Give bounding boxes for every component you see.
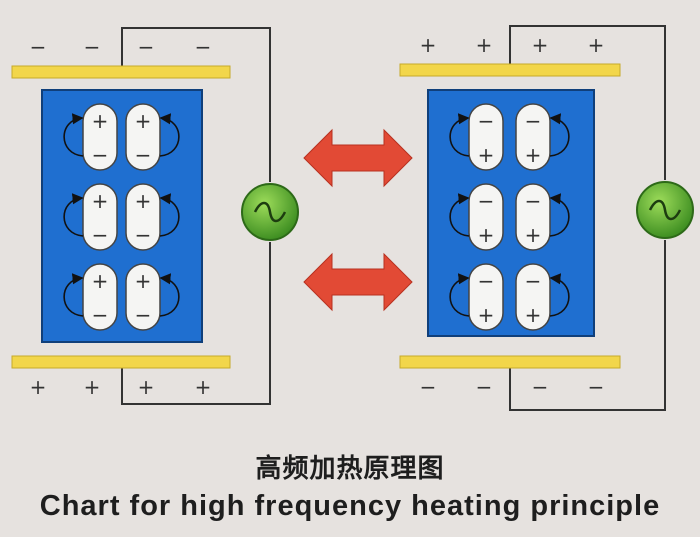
dielectric-material <box>427 89 595 337</box>
molecule-capsule <box>125 103 161 171</box>
molecule-top-sign: + <box>135 269 152 293</box>
wire-top <box>509 25 666 180</box>
polar-molecule: −+ <box>449 183 504 251</box>
molecule-capsule <box>82 103 118 171</box>
top-plate <box>399 63 621 77</box>
molecule-bottom-sign: + <box>525 223 542 247</box>
polarity-exchange-arrows <box>303 128 413 312</box>
top-plate-sign: + <box>420 33 437 57</box>
molecule-capsule <box>125 263 161 331</box>
molecule-bottom-sign: − <box>135 303 152 327</box>
molecule-top-sign: − <box>478 189 495 213</box>
molecule-bottom-sign: + <box>478 303 495 327</box>
rotation-arrow <box>549 113 570 157</box>
double-arrow-icon <box>303 252 413 312</box>
molecule-bottom-sign: + <box>525 303 542 327</box>
molecule-bottom-sign: − <box>92 143 109 167</box>
wire-bottom <box>509 240 666 411</box>
molecule-top-sign: + <box>92 189 109 213</box>
bottom-plate-sign: − <box>532 375 549 399</box>
ac-sine-icon <box>648 199 682 221</box>
caption-chinese: 高频加热原理图 <box>255 454 445 484</box>
top-plate-sign: − <box>138 35 155 59</box>
polar-molecule: +− <box>63 263 118 331</box>
left-capacitor-assembly: −−−−+++++−+−+−+−+−+− <box>11 27 299 405</box>
molecule-bottom-sign: − <box>92 223 109 247</box>
molecule-bottom-sign: − <box>92 303 109 327</box>
polar-molecule: −+ <box>449 263 504 331</box>
caption-english: Chart for high frequency heating princip… <box>39 490 661 522</box>
polar-molecule: −+ <box>515 183 570 251</box>
molecule-capsule <box>82 183 118 251</box>
molecule-bottom-sign: − <box>135 143 152 167</box>
polar-molecule: +− <box>63 183 118 251</box>
molecule-capsule <box>82 263 118 331</box>
top-plate <box>11 65 231 79</box>
wire-bottom <box>121 242 271 405</box>
polar-molecule: −+ <box>449 103 504 171</box>
rotation-arrow <box>159 113 180 157</box>
molecule-top-sign: − <box>478 269 495 293</box>
polar-molecule: −+ <box>515 263 570 331</box>
top-plate-sign: − <box>84 35 101 59</box>
double-arrow-icon <box>303 128 413 188</box>
bottom-plate-sign: − <box>476 375 493 399</box>
molecule-top-sign: + <box>135 109 152 133</box>
ac-source <box>241 183 299 241</box>
rotation-arrow <box>63 273 84 317</box>
rotation-arrow <box>159 193 180 237</box>
wire-top <box>121 27 271 182</box>
bottom-plate <box>11 355 231 369</box>
molecule-capsule <box>468 183 504 251</box>
rotation-arrow <box>449 193 470 237</box>
top-plate-sign: + <box>532 33 549 57</box>
bottom-plate-sign: + <box>84 375 101 399</box>
top-plate-sign: − <box>30 35 47 59</box>
molecule-top-sign: − <box>478 109 495 133</box>
rotation-arrow <box>449 273 470 317</box>
ac-source <box>636 181 694 239</box>
right-capacitor-assembly: ++++−−−−−+−+−+−+−+−+ <box>399 25 694 411</box>
bottom-plate-sign: + <box>195 375 212 399</box>
molecule-capsule <box>468 263 504 331</box>
molecule-top-sign: + <box>92 269 109 293</box>
top-plate-sign: − <box>195 35 212 59</box>
molecule-top-sign: − <box>525 269 542 293</box>
rotation-arrow <box>449 113 470 157</box>
molecule-top-sign: + <box>135 189 152 213</box>
rotation-arrow <box>549 273 570 317</box>
bottom-plate-sign: + <box>138 375 155 399</box>
bottom-plate <box>399 355 621 369</box>
top-plate-sign: + <box>588 33 605 57</box>
molecule-capsule <box>515 183 551 251</box>
bottom-plate-sign: + <box>30 375 47 399</box>
molecule-capsule <box>515 103 551 171</box>
rotation-arrow <box>549 193 570 237</box>
polar-molecule: +− <box>125 103 180 171</box>
molecule-capsule <box>468 103 504 171</box>
polar-molecule: +− <box>125 183 180 251</box>
rotation-arrow <box>159 273 180 317</box>
ac-sine-icon <box>253 201 287 223</box>
molecule-capsule <box>125 183 161 251</box>
molecule-top-sign: − <box>525 189 542 213</box>
molecule-bottom-sign: + <box>478 143 495 167</box>
molecule-top-sign: − <box>525 109 542 133</box>
top-plate-sign: + <box>476 33 493 57</box>
polar-molecule: −+ <box>515 103 570 171</box>
molecule-bottom-sign: + <box>478 223 495 247</box>
molecule-top-sign: + <box>92 109 109 133</box>
bottom-plate-sign: − <box>588 375 605 399</box>
dielectric-material <box>41 89 203 343</box>
rotation-arrow <box>63 113 84 157</box>
polar-molecule: +− <box>125 263 180 331</box>
polar-molecule: +− <box>63 103 118 171</box>
bottom-plate-sign: − <box>420 375 437 399</box>
molecule-capsule <box>515 263 551 331</box>
molecule-bottom-sign: + <box>525 143 542 167</box>
rotation-arrow <box>63 193 84 237</box>
molecule-bottom-sign: − <box>135 223 152 247</box>
